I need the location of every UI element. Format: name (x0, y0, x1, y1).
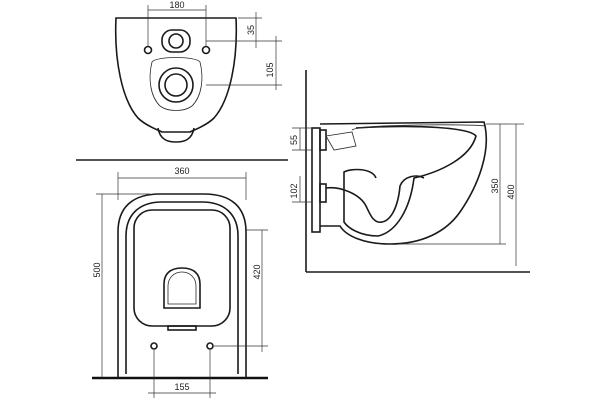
mounting-plate (311, 127, 321, 233)
mount-hole-right (201, 45, 211, 55)
side-outer-outline (319, 121, 488, 245)
inlet-connector (319, 129, 327, 151)
dim-label-500: 500 (92, 262, 102, 277)
bowl-opening (163, 267, 201, 309)
side-flush-inlet (325, 131, 357, 151)
side-rim (351, 124, 487, 131)
dim-label-155: 155 (174, 382, 189, 392)
outlet-connector (319, 183, 327, 203)
dim-label-105: 105 (265, 62, 275, 77)
plan-view: 360 500 420 155 (92, 166, 268, 398)
rear-view: 180 35 105 (76, 0, 288, 161)
side-bowl-inner (343, 125, 477, 237)
dim-label-360: 360 (174, 166, 189, 176)
mount-hole-left (143, 45, 153, 55)
side-view: 55 102 350 400 (289, 70, 530, 273)
plan-inner-outline (125, 201, 239, 374)
inlet-housing (161, 29, 191, 53)
dim-label-400: 400 (506, 184, 516, 199)
plan-rear-tab (167, 325, 197, 331)
outlet-ring (158, 67, 194, 103)
bolt-right (206, 342, 214, 350)
bolt-left (150, 342, 158, 350)
inlet-hole (168, 33, 184, 49)
plan-outer-outline (117, 193, 247, 378)
dim-label-350: 350 (490, 178, 500, 193)
dim-label-55: 55 (289, 135, 299, 145)
dim-label-35: 35 (246, 25, 256, 35)
rear-view-outline (114, 17, 238, 133)
dim-label-180: 180 (169, 0, 184, 10)
side-trapway (325, 175, 425, 223)
dim-label-102: 102 (289, 183, 299, 198)
rear-view-inner-outline (149, 57, 203, 111)
rear-view-bottom-lip (157, 127, 195, 143)
bowl-opening-inner (167, 271, 197, 305)
dim-label-420: 420 (252, 264, 262, 279)
outlet-hole (164, 73, 188, 97)
